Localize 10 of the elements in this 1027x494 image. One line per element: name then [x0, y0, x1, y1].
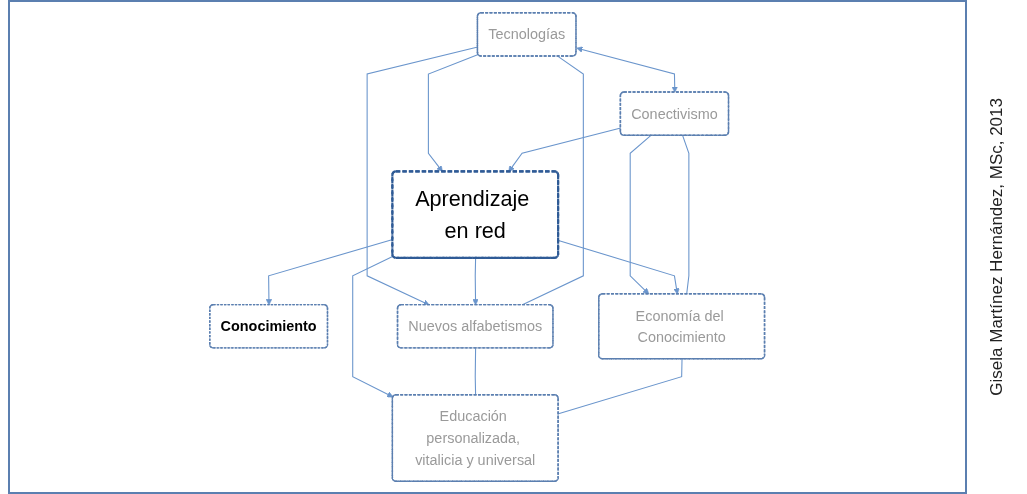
connector: [682, 135, 690, 295]
arrow: [630, 135, 652, 295]
arrow: [472, 257, 480, 306]
arrow: [576, 46, 679, 93]
connector: [558, 358, 683, 415]
connector: [475, 347, 477, 396]
arrow: [558, 239, 680, 295]
arrow: [352, 255, 394, 398]
arrow: [366, 46, 479, 306]
author-credit: Gisela Martínez Hernández, MSc, 2013: [987, 98, 1007, 396]
